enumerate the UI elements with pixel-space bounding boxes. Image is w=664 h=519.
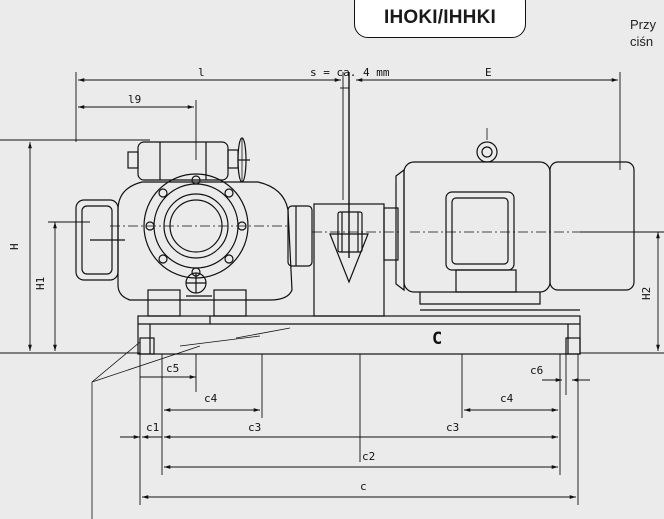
dim-label-H2: H2: [640, 287, 653, 300]
side-caption: Przy ciśn: [630, 16, 664, 50]
dim-label-l9: l9: [128, 93, 141, 106]
handwheel-icon: [237, 137, 250, 183]
side-caption-line-2: ciśn: [630, 34, 654, 49]
dim-label-C: C: [432, 329, 442, 349]
side-caption-line-1: Przy: [630, 17, 656, 32]
dim-label-c: c: [360, 480, 367, 493]
base-frame: [137, 309, 581, 355]
dimension-lines-bottom: [120, 354, 590, 505]
dim-label-c5: c5: [166, 362, 179, 375]
model-badge-label: IHOKI/IHHKI: [384, 7, 496, 28]
dim-label-l: l: [198, 66, 205, 79]
dim-label-c4-left: c4: [204, 392, 218, 405]
dim-label-c1: c1: [146, 421, 159, 434]
dim-label-s: s = ca. 4 mm: [310, 66, 390, 79]
dim-label-H: H: [8, 243, 21, 250]
dim-label-c3-right: c3: [446, 421, 459, 434]
dim-label-c2: c2: [362, 450, 375, 463]
dimension-lines-vertical: [0, 139, 664, 354]
model-badge: IHOKI/IHHKI: [354, 0, 526, 38]
pump-body: [75, 137, 313, 317]
dimension-labels: l l9 s = ca. 4 mm E H H1 H2 C c5 c6 c4 c…: [8, 66, 653, 493]
dim-label-c3-left: c3: [248, 421, 261, 434]
anchor-leader-lines: [91, 341, 201, 519]
dim-label-E: E: [485, 66, 492, 79]
dimension-lines-top: [75, 72, 621, 258]
electric-motor: [383, 128, 640, 305]
dim-label-c4-right: c4: [500, 392, 514, 405]
dim-label-c6: c6: [530, 364, 543, 377]
dim-label-H1: H1: [34, 277, 47, 290]
